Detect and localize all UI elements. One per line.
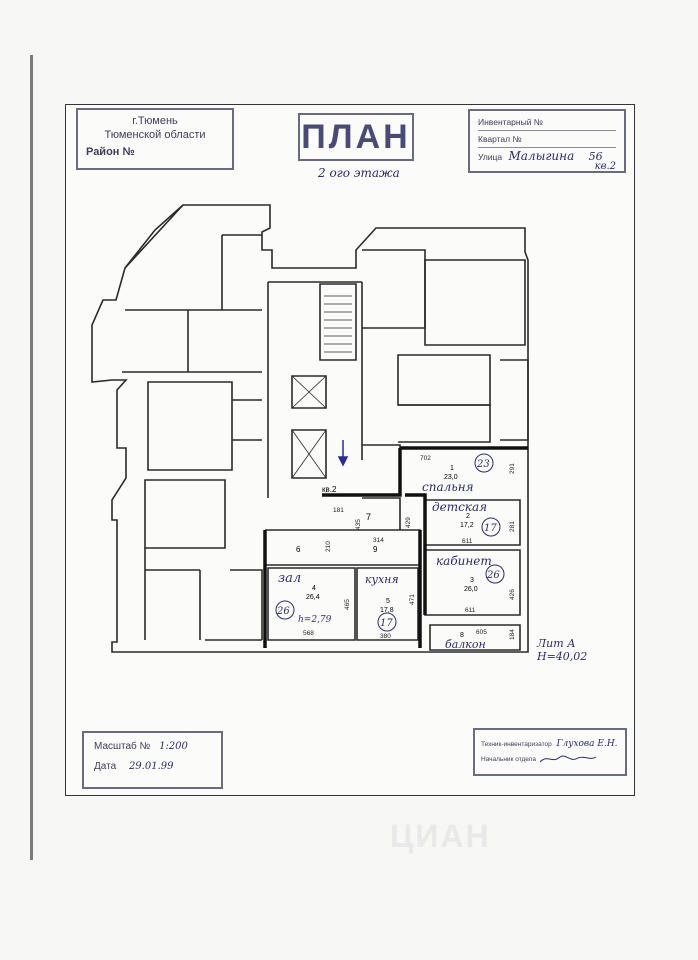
dim-291: 291 — [509, 463, 516, 474]
dim-281: 281 — [509, 521, 516, 532]
room-3-name: кабинет — [436, 554, 492, 568]
room-3-mark: 26 — [486, 570, 500, 581]
room-mark-1-circle — [474, 453, 494, 473]
dim-426: 426 — [509, 589, 516, 600]
signature-mark — [539, 755, 597, 763]
plan-title-stamp: ПЛАН — [298, 113, 414, 161]
apartment-label: кв.2 — [322, 485, 337, 494]
room-mark-4-circle — [275, 600, 295, 620]
room-5-mark: 17 — [380, 618, 393, 629]
room-mark-5-circle — [377, 612, 397, 632]
floor-label: 2 ого этажа — [318, 166, 400, 180]
room-2-area: 17,2 — [460, 522, 474, 529]
signature-stamp: Техник-инвентаризатор Глухова Е.Н. Начал… — [473, 728, 627, 776]
sheet-edge — [30, 55, 33, 860]
inventory-stamp: Инвентарный № Квартал № Улица Малыгина 5… — [468, 109, 626, 173]
outer-wall — [91, 204, 529, 653]
watermark: ЦИАН — [390, 818, 491, 854]
room-6-number: 6 — [296, 545, 301, 554]
room-2-name: детская — [432, 500, 487, 514]
dim-429: 429 — [405, 517, 412, 528]
street-label: Улица — [478, 152, 503, 162]
room-5-name: кухня — [365, 573, 399, 586]
dim-568: 568 — [303, 630, 314, 637]
dim-611-bottom: 611 — [465, 607, 476, 614]
scale-stamp: Масштаб № 1:200 Дата 29.01.99 — [82, 731, 223, 789]
dim-465: 465 — [344, 599, 351, 610]
ceiling-height: h=2,79 — [298, 615, 332, 625]
head-label: Начальник отдела — [481, 756, 537, 763]
dim-605: 605 — [476, 629, 487, 636]
date-row: Дата 29.01.99 — [94, 761, 211, 781]
quarter-row: Квартал № — [478, 131, 616, 148]
scale-row: Масштаб № 1:200 — [94, 741, 211, 761]
inspector-row: Техник-инвентаризатор Глухова Е.Н. — [481, 736, 619, 752]
room-1-name: спальня — [422, 480, 474, 494]
scale-label: Масштаб № — [94, 741, 151, 752]
dim-471: 471 — [409, 594, 416, 605]
room-4-number: 4 — [312, 585, 316, 592]
street-name: Малыгина — [508, 149, 575, 163]
dim-184: 184 — [509, 629, 516, 640]
building-letter: Лит А H=40,02 — [537, 637, 587, 663]
room-3-number: 3 — [470, 577, 474, 584]
room-8-name: балкон — [445, 638, 486, 651]
city-stamp: г.Тюмень Тюменской области Район № — [76, 108, 234, 170]
room-1-mark: 23 — [476, 459, 490, 470]
street-row: Улица Малыгина 56 кв.2 — [478, 148, 616, 172]
house-number: 56 — [588, 150, 603, 163]
lit-label: Лит А — [537, 637, 576, 650]
room-2-mark: 17 — [484, 523, 497, 534]
inspector-label: Техник-инвентаризатор — [481, 741, 552, 748]
building-height: H=40,02 — [537, 650, 588, 663]
inspector-name: Глухова Е.Н. — [556, 739, 618, 749]
region-text: Тюменской области — [104, 129, 206, 141]
room-mark-3-circle — [485, 564, 505, 584]
dim-210: 210 — [325, 541, 332, 552]
drawing-frame — [65, 104, 635, 796]
dim-435: 435 — [355, 519, 362, 530]
apartment-boundary — [263, 446, 528, 648]
scale-value: 1:200 — [159, 741, 188, 752]
dim-380: 380 — [380, 633, 391, 640]
room-8-number: 8 — [460, 632, 464, 639]
room-3-area: 26,0 — [464, 586, 478, 593]
head-row: Начальник отдела — [481, 752, 619, 768]
room-4-name: зал — [278, 571, 301, 586]
room-1-area: 23,0 — [444, 474, 458, 481]
dim-181: 181 — [333, 507, 344, 514]
district-text: Район № — [86, 146, 135, 158]
room-5-number: 5 — [386, 598, 390, 605]
dim-611-top: 611 — [462, 538, 473, 545]
date-value: 29.01.99 — [128, 761, 174, 772]
room-mark-2-circle — [481, 517, 501, 537]
date-label: Дата — [94, 761, 117, 772]
room-5-area: 17,8 — [380, 607, 394, 614]
city-text: г.Тюмень — [132, 115, 178, 127]
inventory-row: Инвентарный № — [478, 114, 616, 131]
apartment-number: кв.2 — [594, 161, 616, 172]
room-4-mark: 26 — [276, 606, 290, 617]
room-2-number: 2 — [466, 513, 470, 520]
dim-314: 314 — [373, 537, 384, 544]
room-4-area: 26,4 — [306, 594, 320, 601]
dim-702: 702 — [420, 455, 431, 462]
room-7-number: 7 — [366, 512, 371, 522]
room-9-number: 9 — [373, 545, 378, 554]
room-1-number: 1 — [450, 465, 454, 472]
